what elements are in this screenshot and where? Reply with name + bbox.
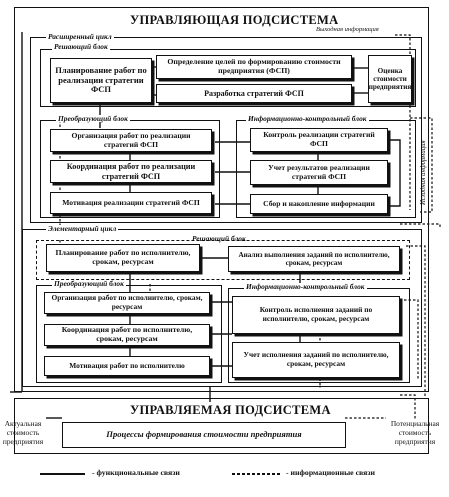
legend-informational: - информационные связи (286, 468, 375, 477)
organization-executor-box: Организация работ по исполнителю, срокам… (44, 292, 210, 314)
managed-subsystem-frame (14, 398, 429, 454)
valuation-box: Оценка стоимости предприятия (368, 55, 412, 103)
strategy-development-box: Разработка стратегий ФСП (156, 84, 352, 103)
control-strategy-box: Контроль реализации стратегий ФСП (250, 128, 388, 152)
transform-block-frame (40, 120, 220, 218)
extended-cycle-label: Расширенный цикл (46, 32, 114, 41)
decision-block-label: Решающий блок (52, 42, 110, 51)
elementary-info-label: Информационно-контрольный блок (244, 282, 367, 291)
actual-value-label: Актуальная стоимость предприятия (2, 419, 44, 446)
legend-functional: - функциональные связи (92, 468, 180, 477)
elementary-transform-label: Преобразующий блок (52, 279, 126, 288)
elementary-decision-block-label: Решающий блок (190, 234, 248, 243)
motivation-executor-box: Мотивация работ по исполнителю (44, 356, 210, 376)
process-box: Процессы формирования стоимости предприя… (62, 422, 346, 448)
extended-cycle-frame (30, 37, 422, 223)
initial-info-label: Исходная информация (420, 140, 427, 206)
elementary-cycle-frame (22, 229, 422, 387)
analysis-box: Анализ выполнения заданий по исполнителю… (228, 246, 400, 272)
control-executor-box: Контроль исполнения заданий по исполните… (232, 296, 400, 334)
motivation-strategy-box: Мотивация реализации стратегий ФСП (50, 192, 212, 214)
potential-value-label: Потенциальная стоимость предприятия (390, 419, 440, 446)
managed-subsystem-title: УПРАВЛЯЕМАЯ ПОДСИСТЕМА (130, 403, 331, 417)
transform-block-label: Преобразующий блок (56, 114, 130, 123)
organization-strategy-box: Организация работ по реализации стратеги… (50, 129, 212, 152)
coordination-strategy-box: Координация работ по реализации стратеги… (50, 160, 212, 183)
elementary-cycle-label: Элементарный цикл (46, 224, 119, 233)
managing-subsystem-title: УПРАВЛЯЮЩАЯ ПОДСИСТЕМА (130, 13, 339, 27)
coordination-executor-box: Координация работ по исполнителю, срокам… (44, 324, 210, 346)
goals-box: Определение целей по формированию стоимо… (156, 55, 352, 79)
decision-block-frame (40, 49, 416, 107)
elementary-transform-frame (36, 285, 222, 383)
elementary-decision-frame (36, 240, 410, 280)
accounting-executor-box: Учет исполнения заданий по исполнителю, … (232, 342, 400, 378)
accounting-strategy-box: Учет результатов реализации стратегий ФС… (250, 160, 388, 185)
managing-subsystem-frame (14, 7, 429, 392)
planning-strategy-box: Планирование работ по реализации стратег… (50, 58, 152, 103)
information-collection-box: Сбор и накопление информации (250, 194, 388, 214)
output-info-label: Выходная информация (315, 26, 380, 34)
planning-executor-box: Планирование работ по исполнителю, срока… (46, 244, 200, 272)
info-control-block-label: Информационно-контрольный блок (246, 114, 369, 123)
